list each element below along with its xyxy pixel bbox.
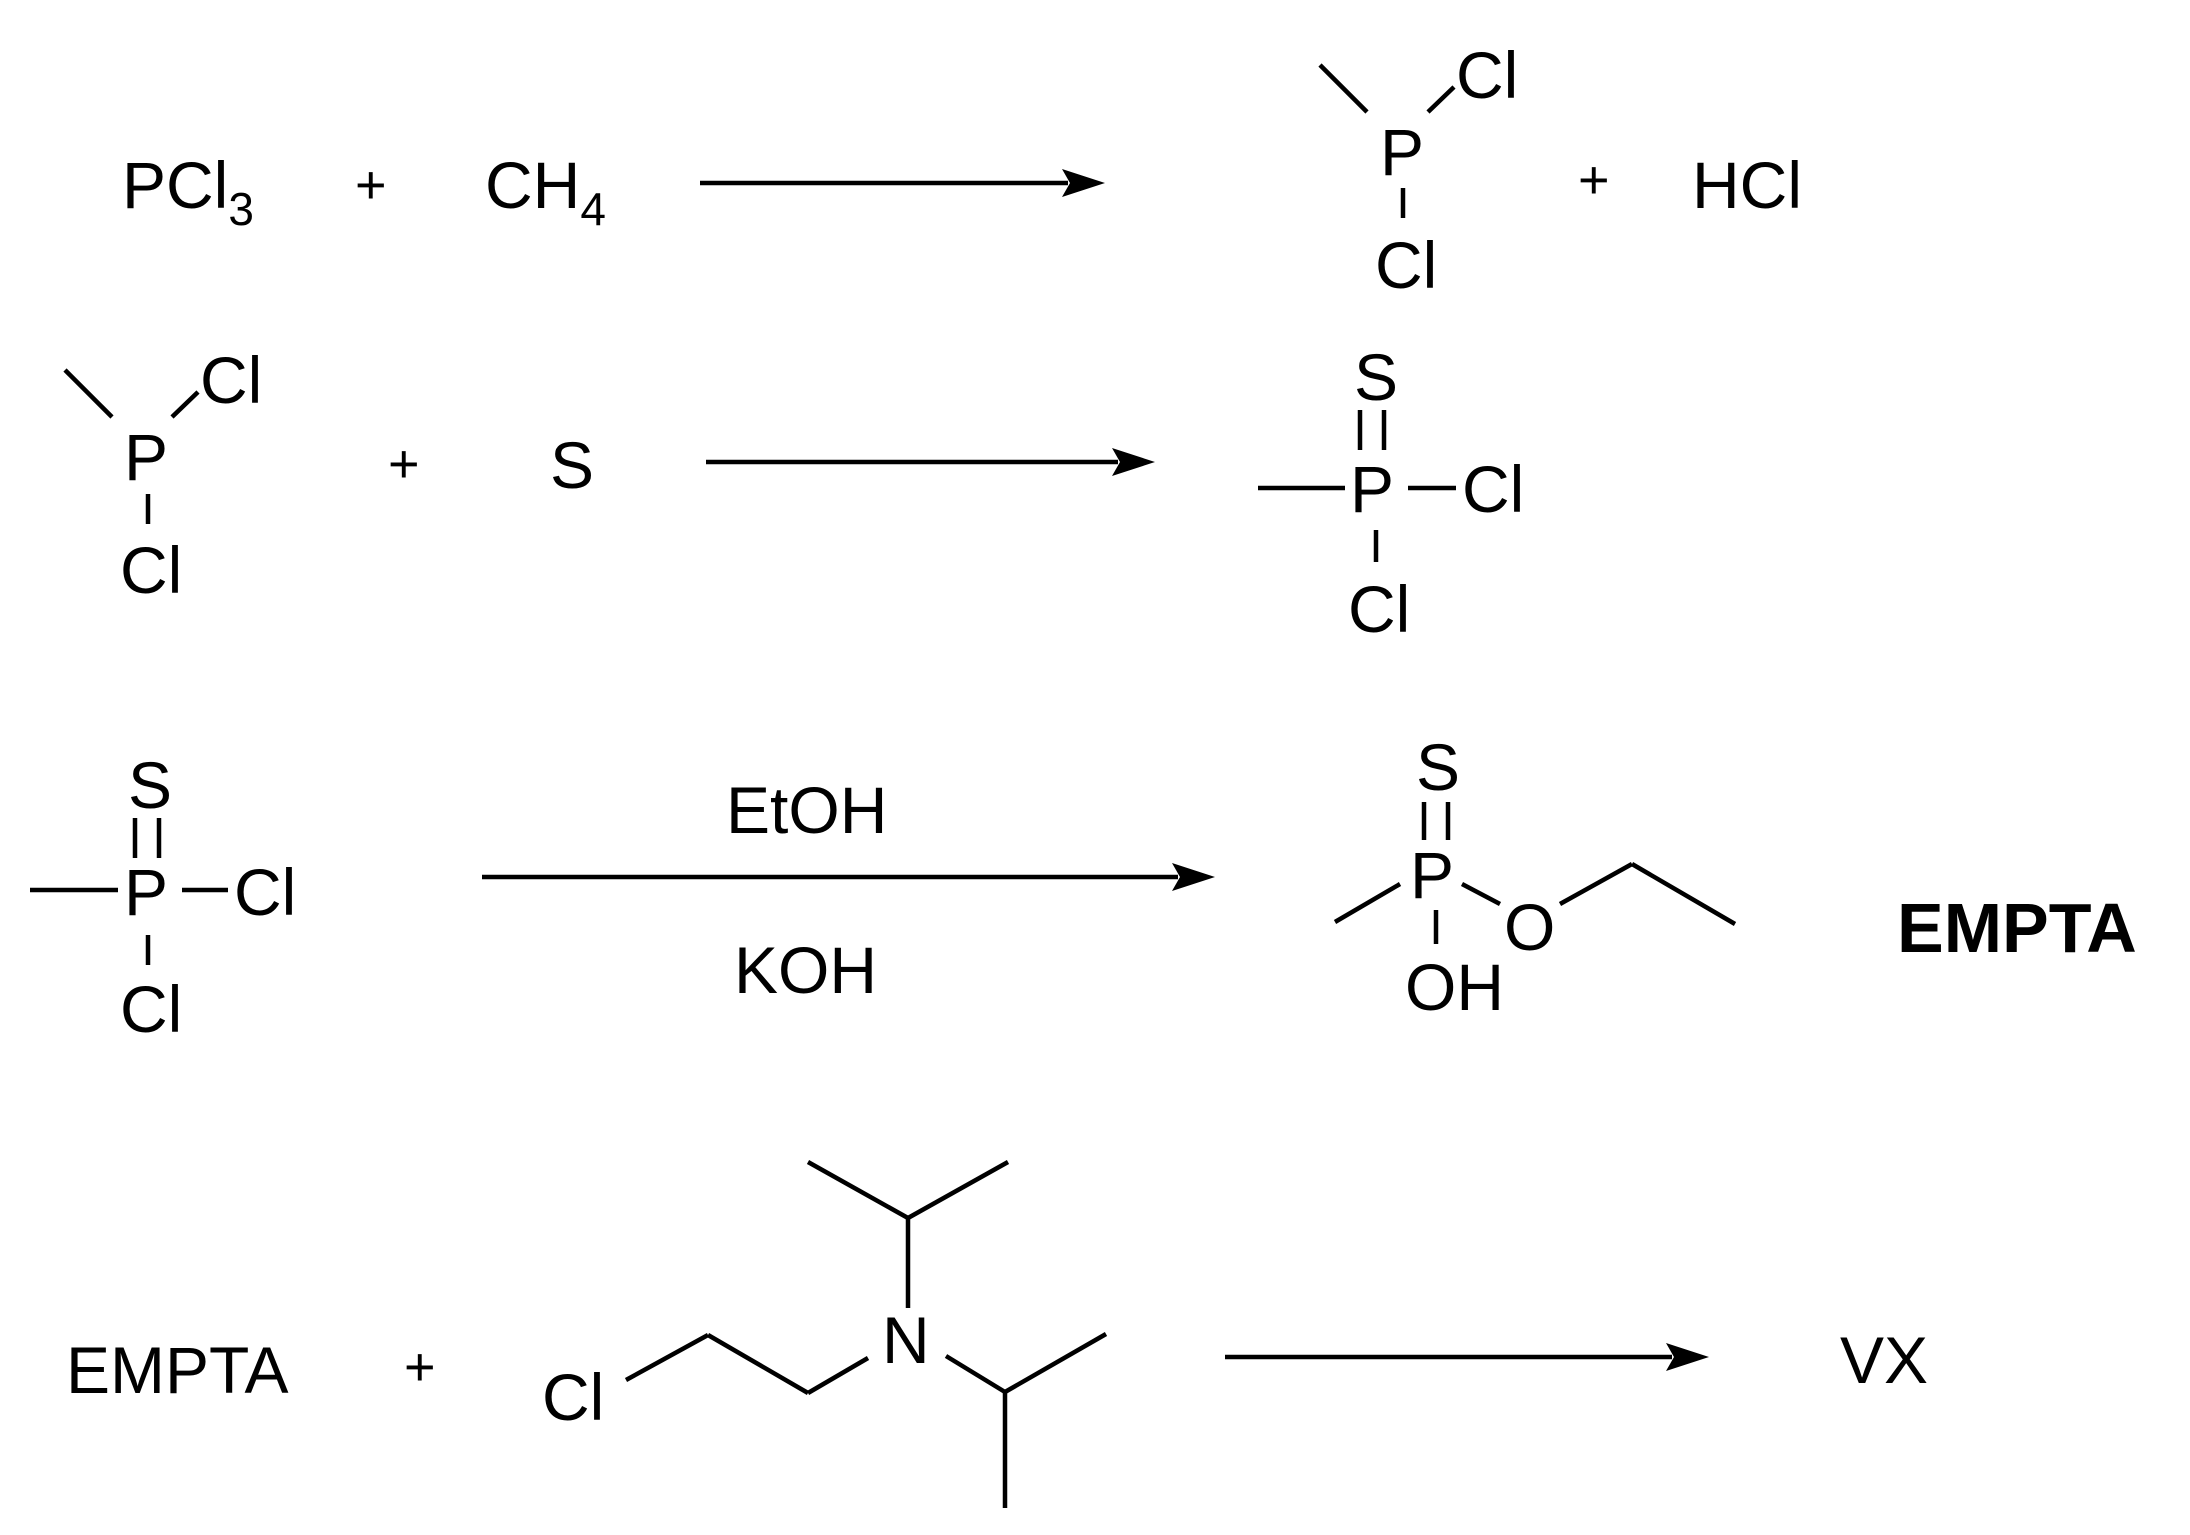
atom-cl: Cl	[120, 533, 182, 607]
bond	[1460, 882, 1502, 906]
atom-s: S	[1354, 340, 1398, 414]
atom-cl: Cl	[542, 1360, 604, 1434]
reagent-koh: KOH	[734, 933, 877, 1007]
bond	[170, 390, 200, 419]
bond	[1426, 85, 1456, 114]
reactant-methylphosphonothioic-dichloride: S P Cl Cl	[30, 748, 296, 1046]
reagent-ethanol: EtOH	[726, 773, 887, 847]
bond	[1630, 862, 1737, 926]
plus-sign: +	[1578, 150, 1610, 210]
reaction-arrow	[1225, 1343, 1709, 1371]
atom-s: S	[128, 748, 172, 822]
reaction-2: P Cl Cl + S S P Cl Cl	[63, 340, 1524, 646]
bond	[624, 1333, 710, 1382]
bond	[1558, 862, 1634, 906]
bond	[806, 1356, 870, 1395]
reaction-4: EMPTA + Cl N VX	[66, 1160, 1928, 1508]
atom-s: S	[1416, 730, 1460, 804]
plus-sign: +	[355, 155, 387, 215]
atom-p: P	[124, 855, 168, 929]
atom-o: O	[1504, 890, 1555, 964]
product-methyldichlorophosphine: P Cl Cl	[1318, 38, 1518, 302]
bond	[706, 1333, 810, 1395]
reactant-chloroethyl-diisopropylamine: Cl N	[542, 1160, 1108, 1508]
atom-cl: Cl	[1348, 572, 1410, 646]
product-methylphosphonothioic-dichloride: S P Cl Cl	[1258, 340, 1524, 646]
reaction-arrow	[706, 448, 1155, 476]
reactant-methyldichlorophosphine: P Cl Cl	[63, 343, 262, 607]
bond	[906, 1160, 1010, 1220]
reaction-1: PCl3 + CH4 P Cl Cl + HCl	[122, 38, 1802, 302]
bond	[1003, 1332, 1108, 1394]
atom-cl: Cl	[1462, 452, 1524, 526]
atom-p: P	[124, 420, 168, 494]
byproduct-hcl: HCl	[1692, 148, 1802, 222]
bond	[63, 368, 114, 419]
product-vx: VX	[1840, 1323, 1928, 1397]
reactant-methane: CH4	[485, 148, 606, 235]
reactant-empta: EMPTA	[66, 1333, 288, 1407]
reaction-arrow	[700, 169, 1105, 197]
bond	[1333, 882, 1402, 924]
atom-p: P	[1350, 452, 1394, 526]
reaction-3: S P Cl Cl EtOH KOH S P O OH EMPTA	[30, 730, 2137, 1046]
atom-p: P	[1410, 838, 1454, 912]
reactant-sulfur: S	[550, 428, 594, 502]
atom-cl: Cl	[120, 972, 182, 1046]
bond	[944, 1354, 1007, 1394]
atom-n: N	[882, 1303, 930, 1377]
reactant-pcl3: PCl3	[122, 148, 254, 235]
reaction-arrow	[482, 863, 1215, 891]
atom-cl: Cl	[234, 855, 296, 929]
atom-cl: Cl	[1375, 228, 1437, 302]
bond	[806, 1160, 910, 1220]
atom-cl: Cl	[200, 343, 262, 417]
atom-cl: Cl	[1456, 38, 1518, 112]
plus-sign: +	[404, 1337, 436, 1397]
plus-sign: +	[388, 434, 420, 494]
bond	[1318, 63, 1369, 114]
product-empta: S P O OH	[1333, 730, 1737, 1024]
product-label-empta: EMPTA	[1897, 889, 2137, 967]
atom-p: P	[1380, 115, 1424, 189]
hydroxyl-group: OH	[1405, 950, 1504, 1024]
